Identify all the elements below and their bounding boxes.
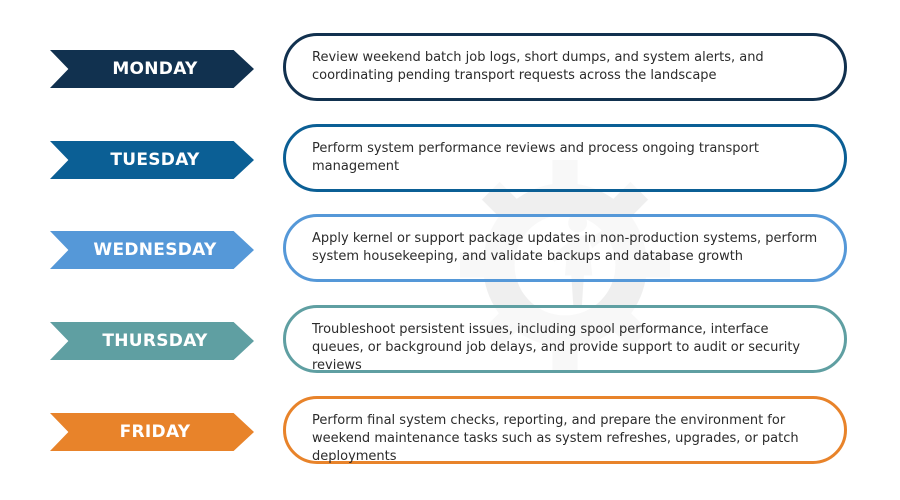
day-label-thursday: THURSDAY [50,322,254,360]
day-label-friday: FRIDAY [50,413,254,451]
task-description-tuesday: Perform system performance reviews and p… [312,141,759,174]
task-card-monday: Review weekend batch job logs, short dum… [283,33,847,101]
task-description-thursday: Troubleshoot persistent issues, includin… [312,322,801,373]
schedule-row-monday: MONDAY Review weekend batch job logs, sh… [0,33,900,105]
day-label-monday: MONDAY [50,50,254,88]
task-card-friday: Perform final system checks, reporting, … [283,396,847,464]
day-label-tuesday: TUESDAY [50,141,254,179]
task-description-monday: Review weekend batch job logs, short dum… [312,50,764,83]
day-label-wednesday: WEDNESDAY [50,231,254,269]
task-description-wednesday: Apply kernel or support package updates … [312,231,818,264]
schedule-row-tuesday: TUESDAY Perform system performance revie… [0,124,900,196]
task-card-thursday: Troubleshoot persistent issues, includin… [283,305,847,373]
schedule-row-wednesday: WEDNESDAY Apply kernel or support packag… [0,214,900,286]
schedule-row-friday: FRIDAY Perform final system checks, repo… [0,396,900,468]
task-card-tuesday: Perform system performance reviews and p… [283,124,847,192]
task-card-wednesday: Apply kernel or support package updates … [283,214,847,282]
task-description-friday: Perform final system checks, reporting, … [312,413,799,464]
schedule-row-thursday: THURSDAY Troubleshoot persistent issues,… [0,305,900,377]
